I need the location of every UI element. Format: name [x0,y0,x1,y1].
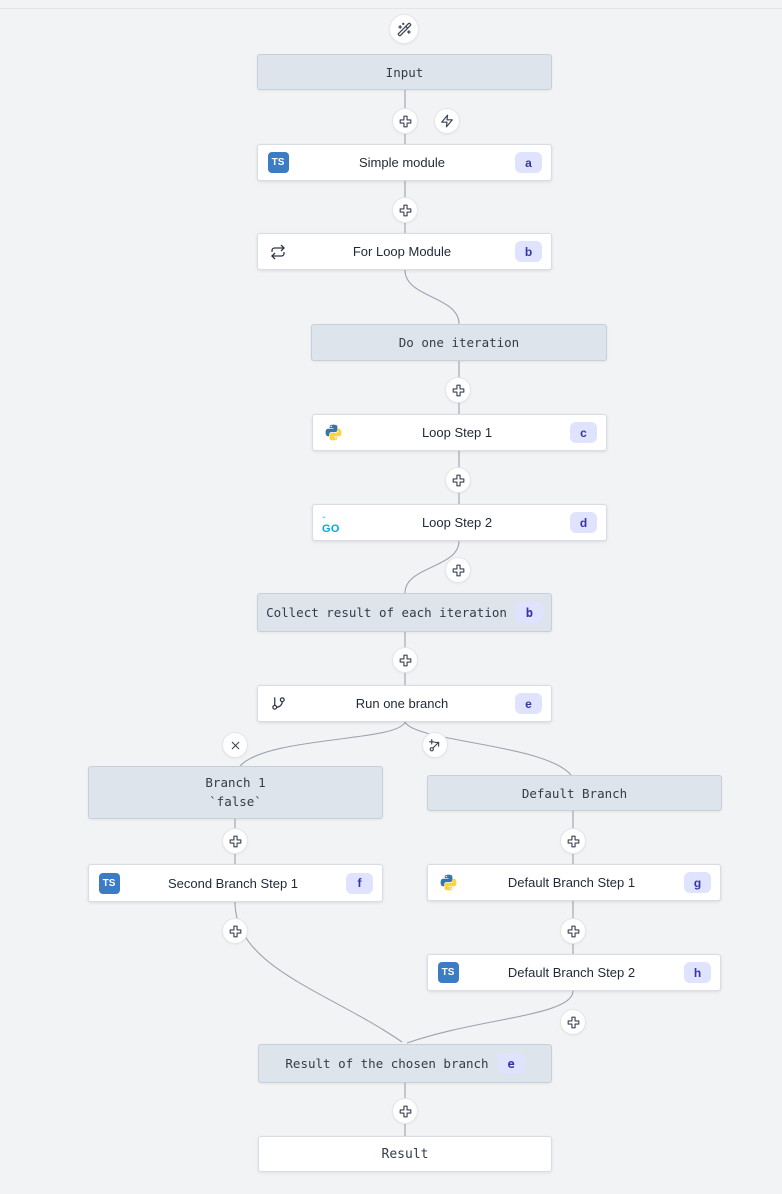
plus-icon [451,473,466,488]
node-label: Default Branch [521,785,628,801]
plus-icon [228,924,243,939]
plus-icon [398,203,413,218]
step-id-badge: g [684,872,711,893]
step-id-badge: d [570,512,597,533]
zap-icon [440,114,454,128]
go-icon: GO [322,511,344,535]
canvas-top-border [0,8,782,9]
node-label: For Loop Module [352,244,452,259]
add-step-button[interactable] [560,828,586,854]
node-label: Default Branch Step 1 [507,875,636,890]
plus-icon [451,563,466,578]
node-sublabel: `false` [209,793,262,809]
node-loop-step-2[interactable]: GO Loop Step 2 d [312,504,607,541]
add-step-button[interactable] [392,1098,418,1124]
repeat-icon [267,244,289,260]
node-simple-module[interactable]: TS Simple module a [257,144,552,181]
node-label: Run one branch [355,696,449,711]
python-icon [437,873,459,892]
node-label: Loop Step 1 [421,425,493,440]
x-icon [229,739,242,752]
wand-sparkles-icon [397,22,412,37]
node-do-one-iteration[interactable]: Do one iteration [311,324,607,361]
node-second-branch-step-1[interactable]: TS Second Branch Step 1 f [88,864,383,902]
node-label: Result [381,1146,429,1162]
plus-icon [398,1104,413,1119]
node-default-branch-step-2[interactable]: TS Default Branch Step 2 h [427,954,721,991]
step-id-badge: b [515,602,543,623]
add-step-button[interactable] [222,918,248,944]
trigger-script-button[interactable] [434,108,460,134]
python-icon [322,423,344,442]
add-step-button[interactable] [445,377,471,403]
typescript-icon: TS [98,872,120,894]
plus-icon [451,383,466,398]
node-default-branch-step-1[interactable]: Default Branch Step 1 g [427,864,721,901]
typescript-icon: TS [267,152,289,173]
node-label: Collect result of each iteration [266,605,507,620]
node-loop-step-1[interactable]: Loop Step 1 c [312,414,607,451]
node-run-one-branch[interactable]: Run one branch e [257,685,552,722]
node-label: Do one iteration [398,335,520,350]
node-label: Default Branch Step 2 [507,965,636,980]
add-step-button[interactable] [392,197,418,223]
step-id-badge: c [570,422,597,443]
add-step-button[interactable] [560,918,586,944]
node-label: Loop Step 2 [421,515,493,530]
add-step-button[interactable] [222,828,248,854]
node-label: Input [385,64,424,80]
add-branch-icon [428,738,443,753]
node-input[interactable]: Input [257,54,552,90]
add-step-button[interactable] [560,1009,586,1035]
step-id-badge: e [497,1053,525,1074]
step-id-badge: h [684,962,711,983]
node-result-of-chosen-branch[interactable]: Result of the chosen branch e [258,1044,552,1083]
plus-icon [566,1015,581,1030]
add-step-button[interactable] [392,108,418,134]
add-step-button[interactable] [445,557,471,583]
node-result[interactable]: Result [258,1136,552,1172]
remove-branch-button[interactable] [222,732,248,758]
step-id-badge: a [515,152,542,173]
node-label: Simple module [359,155,445,170]
git-branch-icon [267,696,289,711]
step-id-badge: b [515,241,542,262]
node-for-loop-module[interactable]: For Loop Module b [257,233,552,270]
node-label: Result of the chosen branch [285,1056,489,1071]
node-label: Second Branch Step 1 [167,875,299,891]
step-id-badge: e [515,693,542,714]
node-label: Branch 1 [205,774,266,790]
node-collect-result[interactable]: Collect result of each iteration b [257,593,552,632]
plus-icon [228,834,243,849]
plus-icon [566,834,581,849]
add-step-button[interactable] [445,467,471,493]
typescript-icon: TS [437,962,459,983]
flow-trigger-button[interactable] [389,14,419,44]
add-step-button[interactable] [392,647,418,673]
add-branch-button[interactable] [422,732,448,758]
step-id-badge: f [346,872,373,894]
node-default-branch[interactable]: Default Branch [427,775,722,811]
node-branch-1[interactable]: Branch 1 `false` [88,766,383,819]
plus-icon [398,653,413,668]
plus-icon [398,114,413,129]
plus-icon [566,924,581,939]
